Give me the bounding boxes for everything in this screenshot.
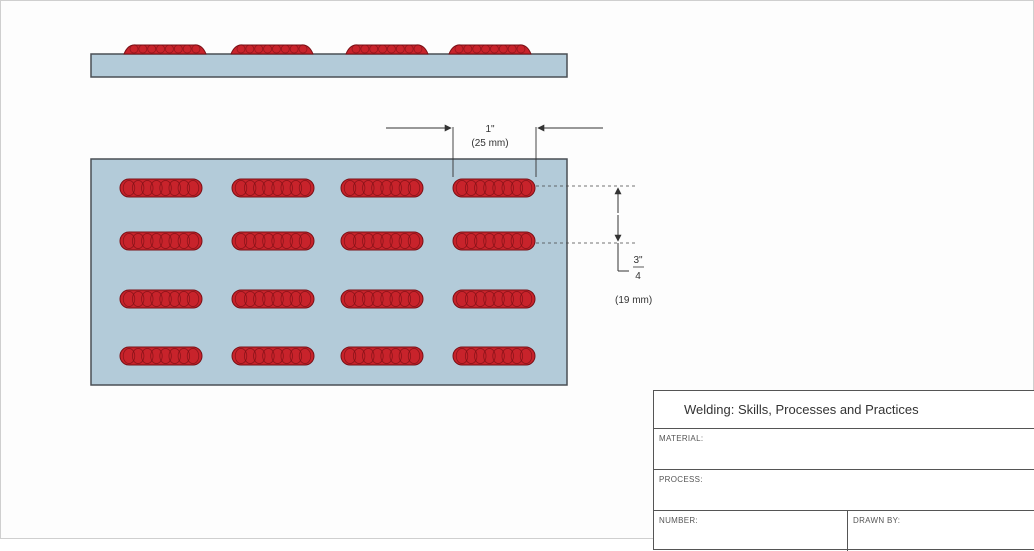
weld-bead bbox=[340, 346, 424, 366]
weld-bead bbox=[119, 231, 203, 251]
side-view-bead bbox=[123, 44, 207, 55]
drawn-by-cell: DRAWN BY: bbox=[848, 511, 1034, 551]
weld-bead bbox=[119, 178, 203, 198]
title-block: Welding: Skills, Processes and Practices… bbox=[653, 390, 1034, 551]
side-view-plate bbox=[90, 53, 568, 78]
weld-bead bbox=[452, 231, 536, 251]
technical-drawing: 1" (25 mm) 3" 4 (19 mm) bbox=[90, 44, 652, 386]
drawn-by-label: DRAWN BY: bbox=[853, 516, 901, 525]
side-view-beads bbox=[123, 44, 532, 55]
weld-bead bbox=[231, 231, 315, 251]
weld-bead bbox=[340, 289, 424, 309]
top-view-beads bbox=[119, 178, 536, 366]
side-view-bead bbox=[345, 44, 429, 55]
vertical-metric-label: (19 mm) bbox=[615, 295, 652, 306]
top-view bbox=[90, 158, 568, 386]
material-label: MATERIAL: bbox=[659, 434, 704, 443]
weld-bead bbox=[231, 289, 315, 309]
number-cell: NUMBER: bbox=[654, 511, 848, 551]
fraction-numerator: 3" bbox=[633, 255, 643, 266]
vertical-dimension: 3" 4 (19 mm) bbox=[536, 185, 652, 306]
process-label: PROCESS: bbox=[659, 475, 703, 484]
side-view-bead bbox=[230, 44, 314, 55]
title-block-title-row: Welding: Skills, Processes and Practices bbox=[654, 391, 1034, 429]
title-block-bottom-row: NUMBER: DRAWN BY: bbox=[654, 511, 1034, 551]
title-block-material-row: MATERIAL: bbox=[654, 429, 1034, 470]
weld-bead bbox=[340, 178, 424, 198]
weld-bead bbox=[452, 289, 536, 309]
horizontal-dimension: 1" (25 mm) bbox=[386, 124, 603, 177]
side-view bbox=[90, 44, 568, 78]
weld-bead bbox=[119, 346, 203, 366]
weld-bead bbox=[231, 178, 315, 198]
side-view-bead bbox=[448, 44, 532, 55]
title-block-title: Welding: Skills, Processes and Practices bbox=[684, 402, 919, 417]
dimension-inch-label: 1" bbox=[485, 124, 495, 135]
weld-bead bbox=[340, 231, 424, 251]
weld-bead bbox=[231, 346, 315, 366]
fraction-denominator: 4 bbox=[635, 271, 641, 282]
weld-bead bbox=[452, 346, 536, 366]
title-block-process-row: PROCESS: bbox=[654, 470, 1034, 511]
dimension-metric-label: (25 mm) bbox=[471, 138, 508, 149]
weld-bead bbox=[452, 178, 536, 198]
number-label: NUMBER: bbox=[659, 516, 698, 525]
weld-bead bbox=[119, 289, 203, 309]
